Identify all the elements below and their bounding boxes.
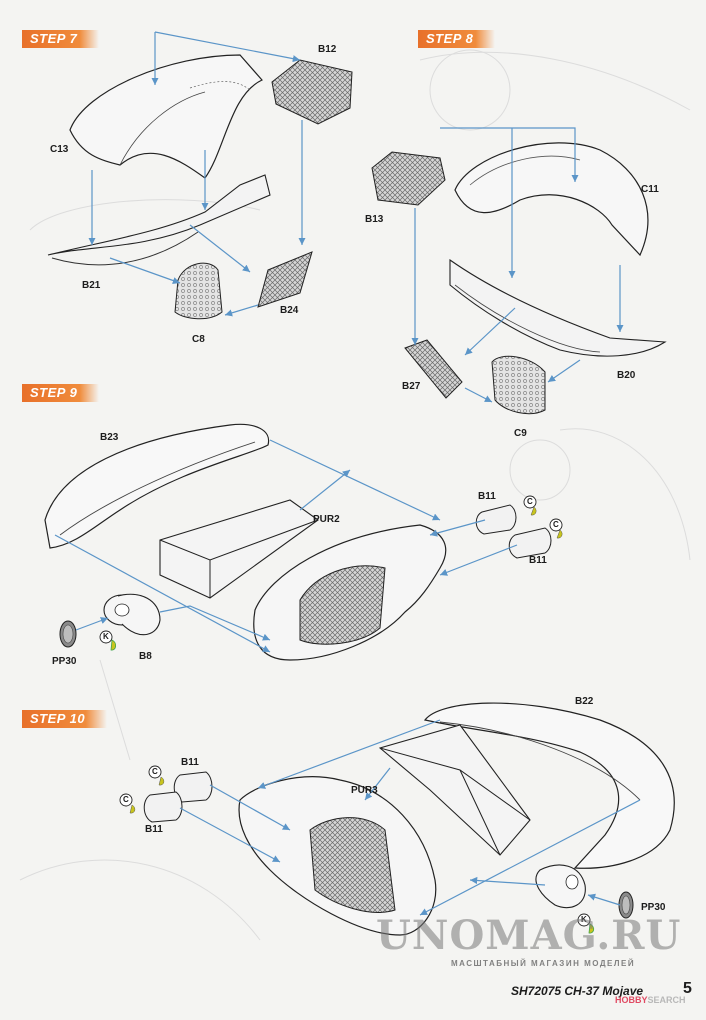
part-label-c13: C13 [50, 144, 69, 155]
marker-k: K [581, 915, 587, 924]
part-label-c8: C8 [192, 334, 205, 345]
step-8-tag: STEP 8 [418, 30, 496, 48]
part-label-b20: B20 [617, 370, 636, 381]
step8-drawing [371, 127, 667, 415]
step9-drawing [44, 423, 563, 661]
part-label-b8: B8 [139, 651, 152, 662]
page-number: 5 [683, 980, 692, 997]
step10-drawing [119, 702, 675, 936]
part-label-pur3: PUR3 [351, 785, 378, 796]
part-label-b24: B24 [280, 305, 299, 316]
part-label-pp30: PP30 [52, 656, 77, 667]
glue-marker-c-1: C [527, 497, 533, 506]
hobbysearch-stamp: HOBBYSEARCH [615, 995, 686, 1005]
part-label-b13: B13 [365, 214, 384, 225]
hobby-word: HOBBY [615, 995, 648, 1005]
part-label-b11-upper: B11 [478, 491, 496, 502]
part-label-b12: B12 [318, 44, 337, 55]
part-label-b11-upper: B11 [181, 757, 199, 768]
step-9-tag: STEP 9 [22, 384, 100, 402]
step-7-tag: STEP 7 [22, 30, 100, 48]
step7-drawing [47, 31, 353, 320]
search-word: SEARCH [647, 995, 686, 1005]
part-label-c9: C9 [514, 428, 527, 439]
footer-kit-title: SH72075 CH-37 Mojave [511, 984, 644, 998]
watermark-logo: UNOMAG.RU [376, 912, 682, 959]
glue-marker-c-1: C [152, 767, 158, 776]
step-10-tag: STEP 10 [22, 710, 108, 728]
watermark-tagline: МАСШТАБНЫЙ МАГАЗИН МОДЕЛЕЙ [451, 959, 636, 968]
part-label-pur2: PUR2 [313, 514, 340, 525]
part-label-b21: B21 [82, 280, 101, 291]
part-label-c11: C11 [641, 184, 659, 195]
part-label-pp30: PP30 [641, 902, 666, 913]
marker-k: K [103, 632, 109, 641]
glue-marker-c-2: C [553, 520, 559, 529]
part-label-b27: B27 [402, 381, 421, 392]
part-label-b11-lower: B11 [529, 555, 547, 566]
part-label-b23: B23 [100, 432, 119, 443]
part-label-b11-lower: B11 [145, 824, 163, 835]
part-label-b22: B22 [575, 696, 594, 707]
glue-marker-c-2: C [123, 795, 129, 804]
